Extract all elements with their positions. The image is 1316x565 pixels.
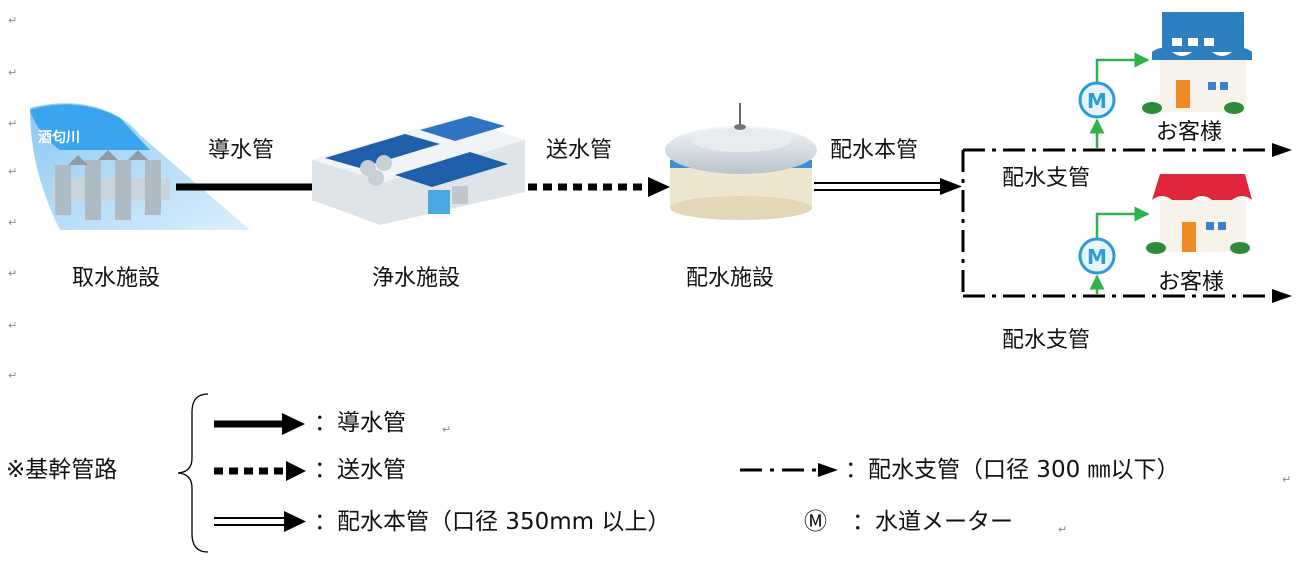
river-name-label: 酒匂川	[38, 129, 80, 146]
legend-transmission-text: ：送水管	[314, 457, 406, 483]
paragraph-mark: ↵	[442, 423, 452, 436]
lower-customer-label: お客様	[1158, 270, 1225, 295]
paragraph-mark: ↵	[8, 319, 18, 332]
legend-line-samples	[214, 413, 838, 532]
lower-meter-symbol: M	[1087, 245, 1107, 269]
main-pipe-arrowhead	[940, 178, 962, 195]
legend-conveyance-text: ：導水管	[314, 410, 406, 436]
purification-plant-illustration	[312, 116, 525, 225]
upper-meter-symbol: M	[1087, 89, 1107, 113]
paragraph-mark: ↵	[8, 165, 18, 178]
paragraph-mark: ↵	[8, 66, 18, 79]
paragraph-mark: ↵	[8, 14, 18, 27]
legend-meter-symbol: Ⓜ	[804, 509, 827, 535]
distribution-facility-label: 配水施設	[686, 266, 775, 291]
intake-facility-illustration	[30, 103, 250, 230]
paragraph-mark: ↵	[8, 216, 18, 229]
upper-meter	[1078, 52, 1150, 148]
paragraph-mark: ↵	[1058, 523, 1068, 536]
legend-brace	[177, 393, 209, 553]
legend-title: ※基幹管路	[6, 457, 118, 483]
conveyance-pipe-label: 導水管	[208, 138, 275, 163]
intake-facility-label: 取水施設	[72, 266, 161, 291]
lower-customer-house	[1146, 174, 1252, 254]
paragraph-mark: ↵	[1282, 473, 1292, 486]
paragraph-mark: ↵	[8, 117, 18, 130]
legend-meter-text: ：水道メーター	[852, 509, 1013, 535]
lower-branch-pipe-label: 配水支管	[1002, 328, 1091, 353]
branch-pipes	[961, 143, 1292, 303]
upper-branch-pipe-label: 配水支管	[1002, 166, 1091, 191]
legend-main-text: ：配水本管（口径 350mm 以上）	[314, 509, 671, 535]
transmission-pipe-arrowhead	[648, 177, 670, 197]
lower-meter	[1078, 206, 1150, 294]
paragraph-mark: ↵	[8, 267, 18, 280]
paragraph-mark: ↵	[8, 369, 18, 382]
distribution-tank-illustration	[665, 103, 817, 220]
transmission-pipe-label: 送水管	[546, 138, 613, 163]
upper-customer-label: お客様	[1156, 120, 1223, 145]
main-pipe-label: 配水本管	[830, 138, 919, 163]
legend-branch-text: ：配水支管（口径 300 ㎜以下）	[845, 457, 1180, 483]
purification-facility-label: 浄水施設	[372, 266, 461, 291]
upper-customer-house	[1142, 12, 1252, 114]
